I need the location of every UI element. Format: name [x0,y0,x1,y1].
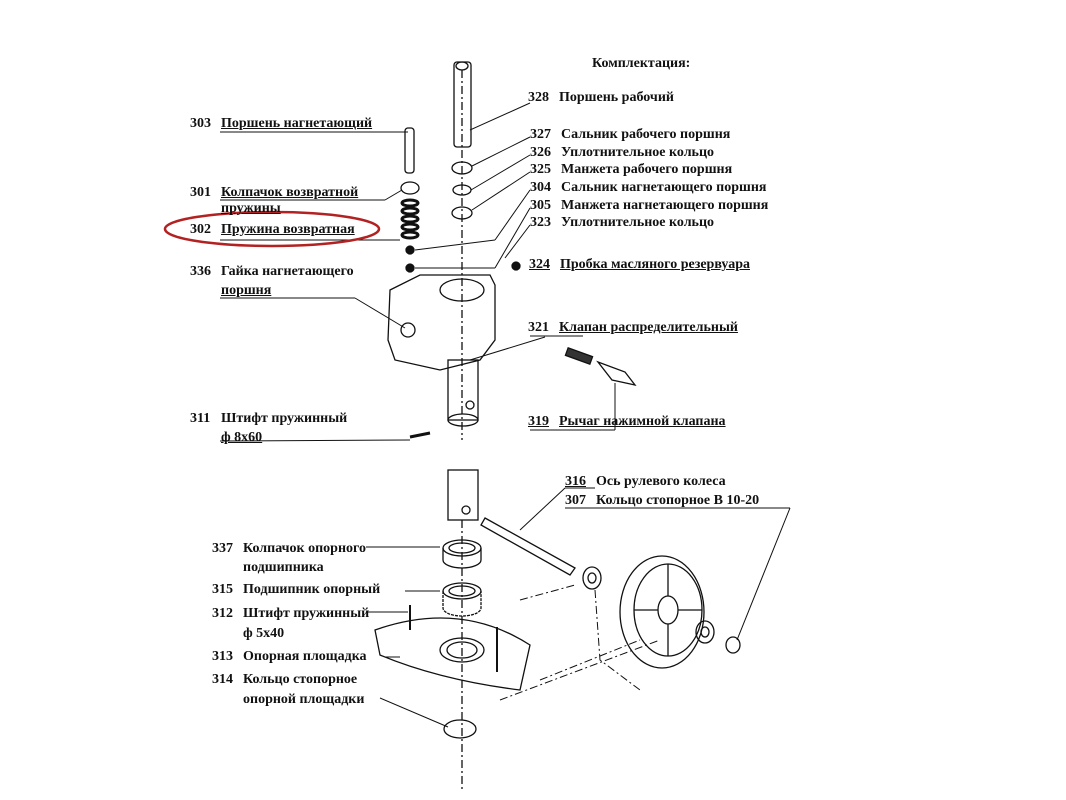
part-number: 316 [565,474,586,489]
part-name: Гайка нагнетающего [221,264,354,279]
cuff-305-drawing [405,263,415,273]
label-325: 325 Манжета рабочего поршня [530,162,732,178]
part-name: Штифт пружинный [221,411,348,426]
steering-wheel-drawing [619,555,705,669]
part-number: 305 [530,198,551,213]
working-piston-drawing [453,61,472,148]
part-number: 326 [530,145,551,160]
label-307: 307 Кольцо стопорное В 10-20 [565,493,759,509]
seal-304-drawing [405,245,415,255]
part-name: Ось рулевого колеса [596,474,726,489]
bushing-drawing [582,566,715,644]
part-number: 323 [530,215,551,230]
part-name-line2: опорной площадки [243,692,365,707]
part-name: Пружина возвратная [221,222,355,237]
return-spring-drawing [400,198,420,240]
label-314: 314 Кольцо стопорное опорной площадки [212,670,364,710]
pump-body-drawing [387,274,496,427]
wheel-axle-drawing [480,517,576,576]
part-name: Пробка масляного резервуара [560,257,750,272]
part-name: Уплотнительное кольцо [561,215,715,230]
leader-lines-lower [366,487,791,728]
part-number: 311 [190,411,211,426]
part-number: 337 [212,541,233,556]
support-plate-drawing [374,605,531,691]
part-name: Опорная площадка [243,649,367,664]
label-324: 324 Пробка масляного резервуара [529,257,750,273]
highlight-ellipse [163,210,381,248]
label-321: 321 Клапан распределительный [528,320,738,336]
label-313: 313 Опорная площадка [212,649,367,665]
oil-plug-drawing [511,261,521,271]
part-name: Манжета нагнетающего поршня [561,198,769,213]
part-name: Уплотнительное кольцо [561,145,715,160]
part-number: 304 [530,180,551,195]
retaining-ring-307-drawing [725,636,741,654]
label-305: 305 Манжета нагнетающего поршня [530,198,768,214]
label-319: 319 Рычаг нажимной клапана [528,414,726,430]
part-name-line2: ф 8х60 [221,430,263,445]
label-337: 337 Колпачок опорного подшипника [212,539,366,577]
label-311: 311 Штифт пружинный ф 8х60 [190,409,347,447]
spring-cap-drawing [400,181,420,195]
part-name: Поршень нагнетающий [221,116,373,131]
label-302: 302 Пружина возвратная [190,222,355,238]
part-name: Подшипник опорный [243,582,381,597]
label-316: 316 Ось рулевого колеса [565,474,726,490]
part-number: 307 [565,493,586,508]
part-number: 319 [528,414,549,429]
part-number: 314 [212,672,233,687]
retaining-ring-314-drawing [443,719,477,739]
part-name: Сальник нагнетающего поршня [561,180,767,195]
part-number: 312 [212,606,233,621]
part-name: Колпачок возвратной [221,185,359,200]
part-number: 302 [190,222,211,237]
label-323: 323 Уплотнительное кольцо [530,215,714,231]
part-name: Кольцо стопорное В 10-20 [596,493,760,508]
part-number: 325 [530,162,551,177]
label-315: 315 Подшипник опорный [212,582,380,598]
part-name-line2: ф 5х40 [243,626,285,641]
part-name: Кольцо стопорное [243,672,358,687]
bearing-cap-drawing [442,539,482,569]
part-name: Манжета рабочего поршня [561,162,733,177]
part-number: 328 [528,90,549,105]
part-number: 301 [190,185,211,200]
distribution-valve-drawing [564,346,637,387]
part-name: Поршень рабочий [559,90,674,105]
part-number: 327 [530,127,551,142]
label-326: 326 Уплотнительное кольцо [530,145,714,161]
label-336: 336 Гайка нагнетающего поршня [190,262,354,300]
part-number: 324 [529,257,550,272]
steering-tube-drawing [447,469,479,521]
part-name: Клапан распределительный [559,320,738,335]
part-name-line2: поршня [221,283,272,298]
label-312: 312 Штифт пружинный ф 5х40 [212,604,369,644]
part-name: Сальник рабочего поршня [561,127,731,142]
part-name: Рычаг нажимной клапана [559,414,726,429]
label-304: 304 Сальник нагнетающего поршня [530,180,767,196]
label-327: 327 Сальник рабочего поршня [530,127,730,143]
label-303: 303 Поршень нагнетающий [190,116,372,132]
part-name-line2: подшипника [243,560,324,575]
thrust-bearing-drawing [442,582,482,617]
part-number: 303 [190,116,211,131]
part-number: 315 [212,582,233,597]
part-number: 336 [190,264,211,279]
title: Комплектация: [592,56,691,71]
label-328: 328 Поршень рабочий [528,90,674,106]
part-name: Штифт пружинный [243,606,370,621]
part-number: 313 [212,649,233,664]
leader-lines [219,102,616,442]
pump-piston-drawing [404,127,415,174]
part-number: 321 [528,320,549,335]
seal-327-drawing [451,161,473,175]
part-name-line2: пружины [221,201,281,216]
cuff-325-drawing [451,206,473,220]
part-name: Колпачок опорного [243,541,367,556]
pin-311-drawing [409,431,431,439]
